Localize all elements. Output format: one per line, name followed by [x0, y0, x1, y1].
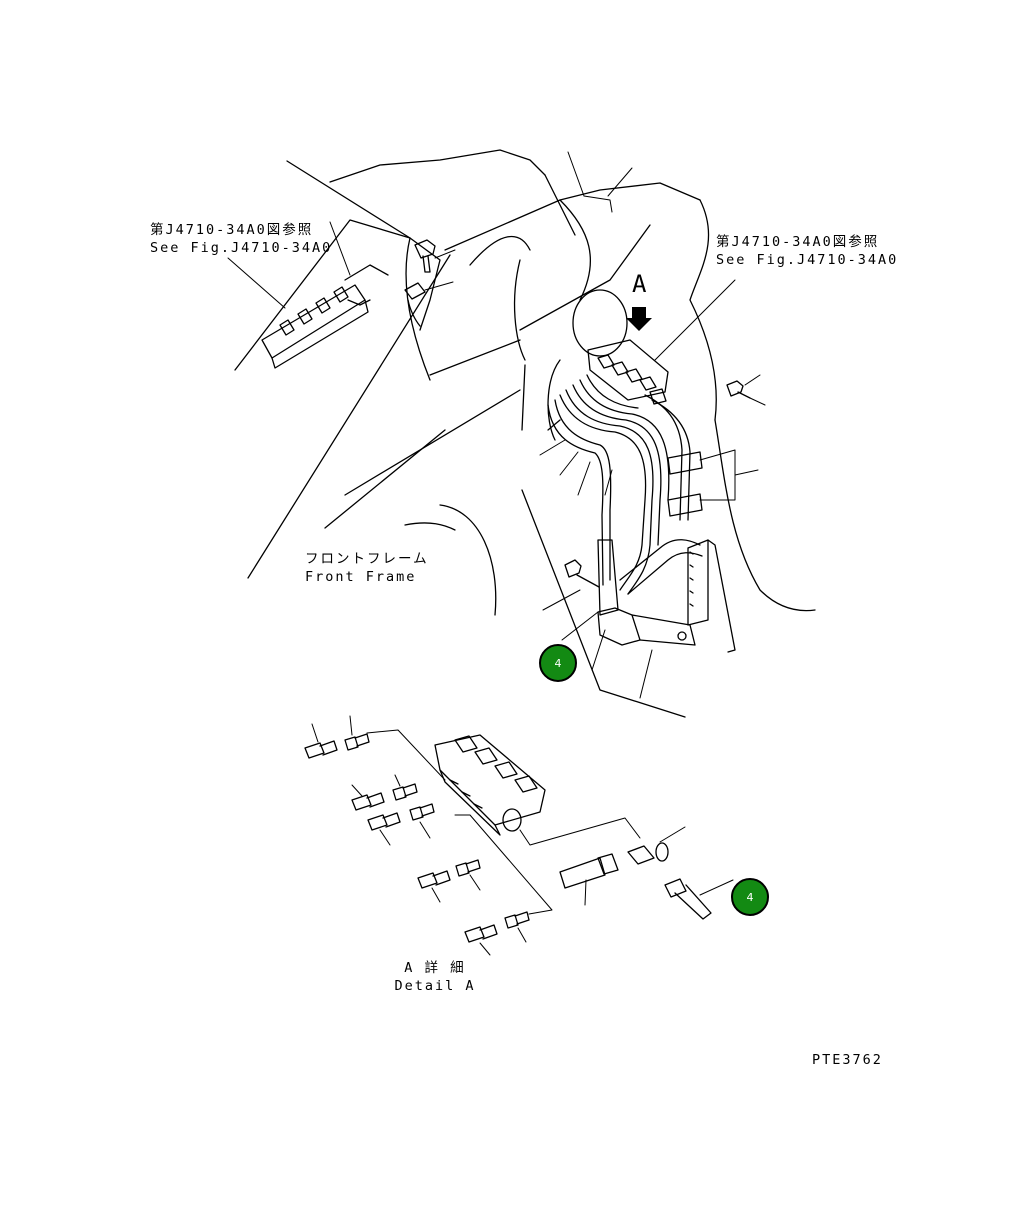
detail-a-exploded-view: [304, 715, 734, 956]
bolt-right: [726, 374, 766, 406]
bolt-top: [404, 239, 456, 327]
leader-lines: [539, 151, 736, 699]
view-arrow-icon: [626, 307, 652, 331]
frame-arc: [469, 235, 531, 266]
callout-4-badge[interactable]: 4: [731, 878, 769, 916]
mounting-bracket: [597, 539, 736, 653]
callout-4-badge[interactable]: 4: [539, 644, 577, 682]
ref-right-en-label: See Fig.J4710-34A0: [716, 252, 899, 268]
hydraulic-tube-bundle: [547, 374, 703, 595]
left-valve-block: [227, 221, 389, 369]
ref-left-jp-label: 第J4710-34A0図参照: [150, 222, 314, 238]
detail-a-en-label: Detail A: [394, 978, 476, 994]
frame-boss-hole: [572, 289, 628, 357]
front-frame-outline: [234, 149, 816, 718]
ref-left-en-label: See Fig.J4710-34A0: [150, 240, 333, 256]
bolt-lower: [542, 559, 600, 611]
tube-clamps: [667, 449, 759, 517]
front-frame-jp-label: フロントフレーム: [305, 551, 429, 567]
ref-right-jp-label: 第J4710-34A0図参照: [716, 234, 880, 250]
main-valve-block: [587, 339, 669, 405]
view-arrow-label: A: [632, 270, 647, 298]
drawing-number: PTE3762: [812, 1052, 883, 1068]
front-frame-en-label: Front Frame: [305, 569, 417, 585]
detail-a-jp-label: A 詳 細: [404, 960, 466, 976]
